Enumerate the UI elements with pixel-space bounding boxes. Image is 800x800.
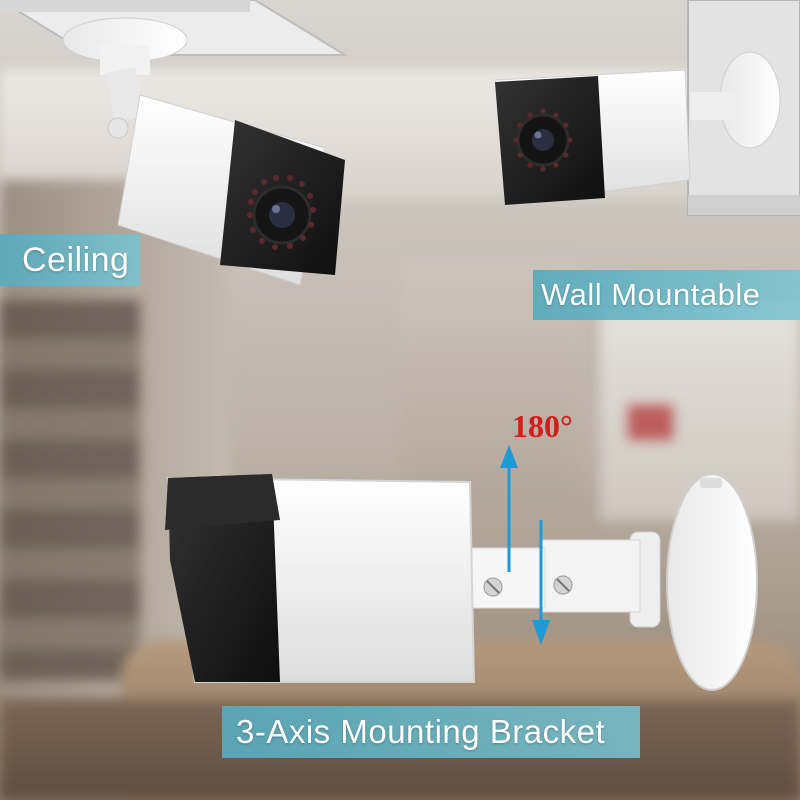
rotation-angle-label: 180° bbox=[512, 408, 573, 444]
background-red-frame bbox=[628, 405, 673, 440]
background-bookshelf bbox=[0, 300, 140, 680]
ceiling-camera bbox=[62, 17, 345, 286]
wall-mountable-label: Wall Mountable bbox=[533, 270, 800, 320]
wall-mountable-label-text: Wall Mountable bbox=[541, 277, 761, 312]
ceiling-label: Ceiling bbox=[0, 234, 140, 286]
bracket-label: 3-Axis Mounting Bracket bbox=[222, 706, 640, 758]
arrow-down-icon bbox=[532, 520, 550, 645]
bracket-label-text: 3-Axis Mounting Bracket bbox=[236, 713, 606, 750]
wall-camera bbox=[494, 51, 781, 206]
ceiling-label-text: Ceiling bbox=[22, 241, 130, 279]
bracket-camera bbox=[165, 473, 758, 691]
arrow-up-icon bbox=[500, 445, 518, 572]
rotation-arrows bbox=[500, 445, 550, 645]
